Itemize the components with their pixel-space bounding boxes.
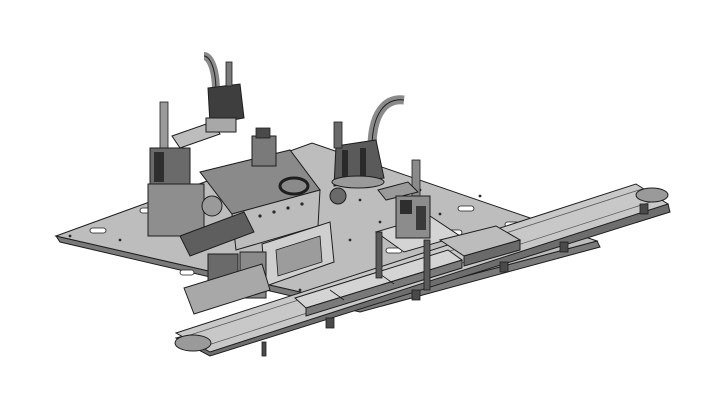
conveyor-roller-back xyxy=(635,187,669,203)
robot-center xyxy=(329,95,405,205)
conveyor-brackets xyxy=(261,203,649,357)
front-guard-frame xyxy=(183,221,335,315)
feeder-assembly xyxy=(179,127,321,257)
robot-right xyxy=(377,159,431,239)
cable-hose-right xyxy=(367,95,405,149)
belt-conveyor-secondary xyxy=(294,249,464,317)
conveyor-roller-front xyxy=(174,334,212,352)
